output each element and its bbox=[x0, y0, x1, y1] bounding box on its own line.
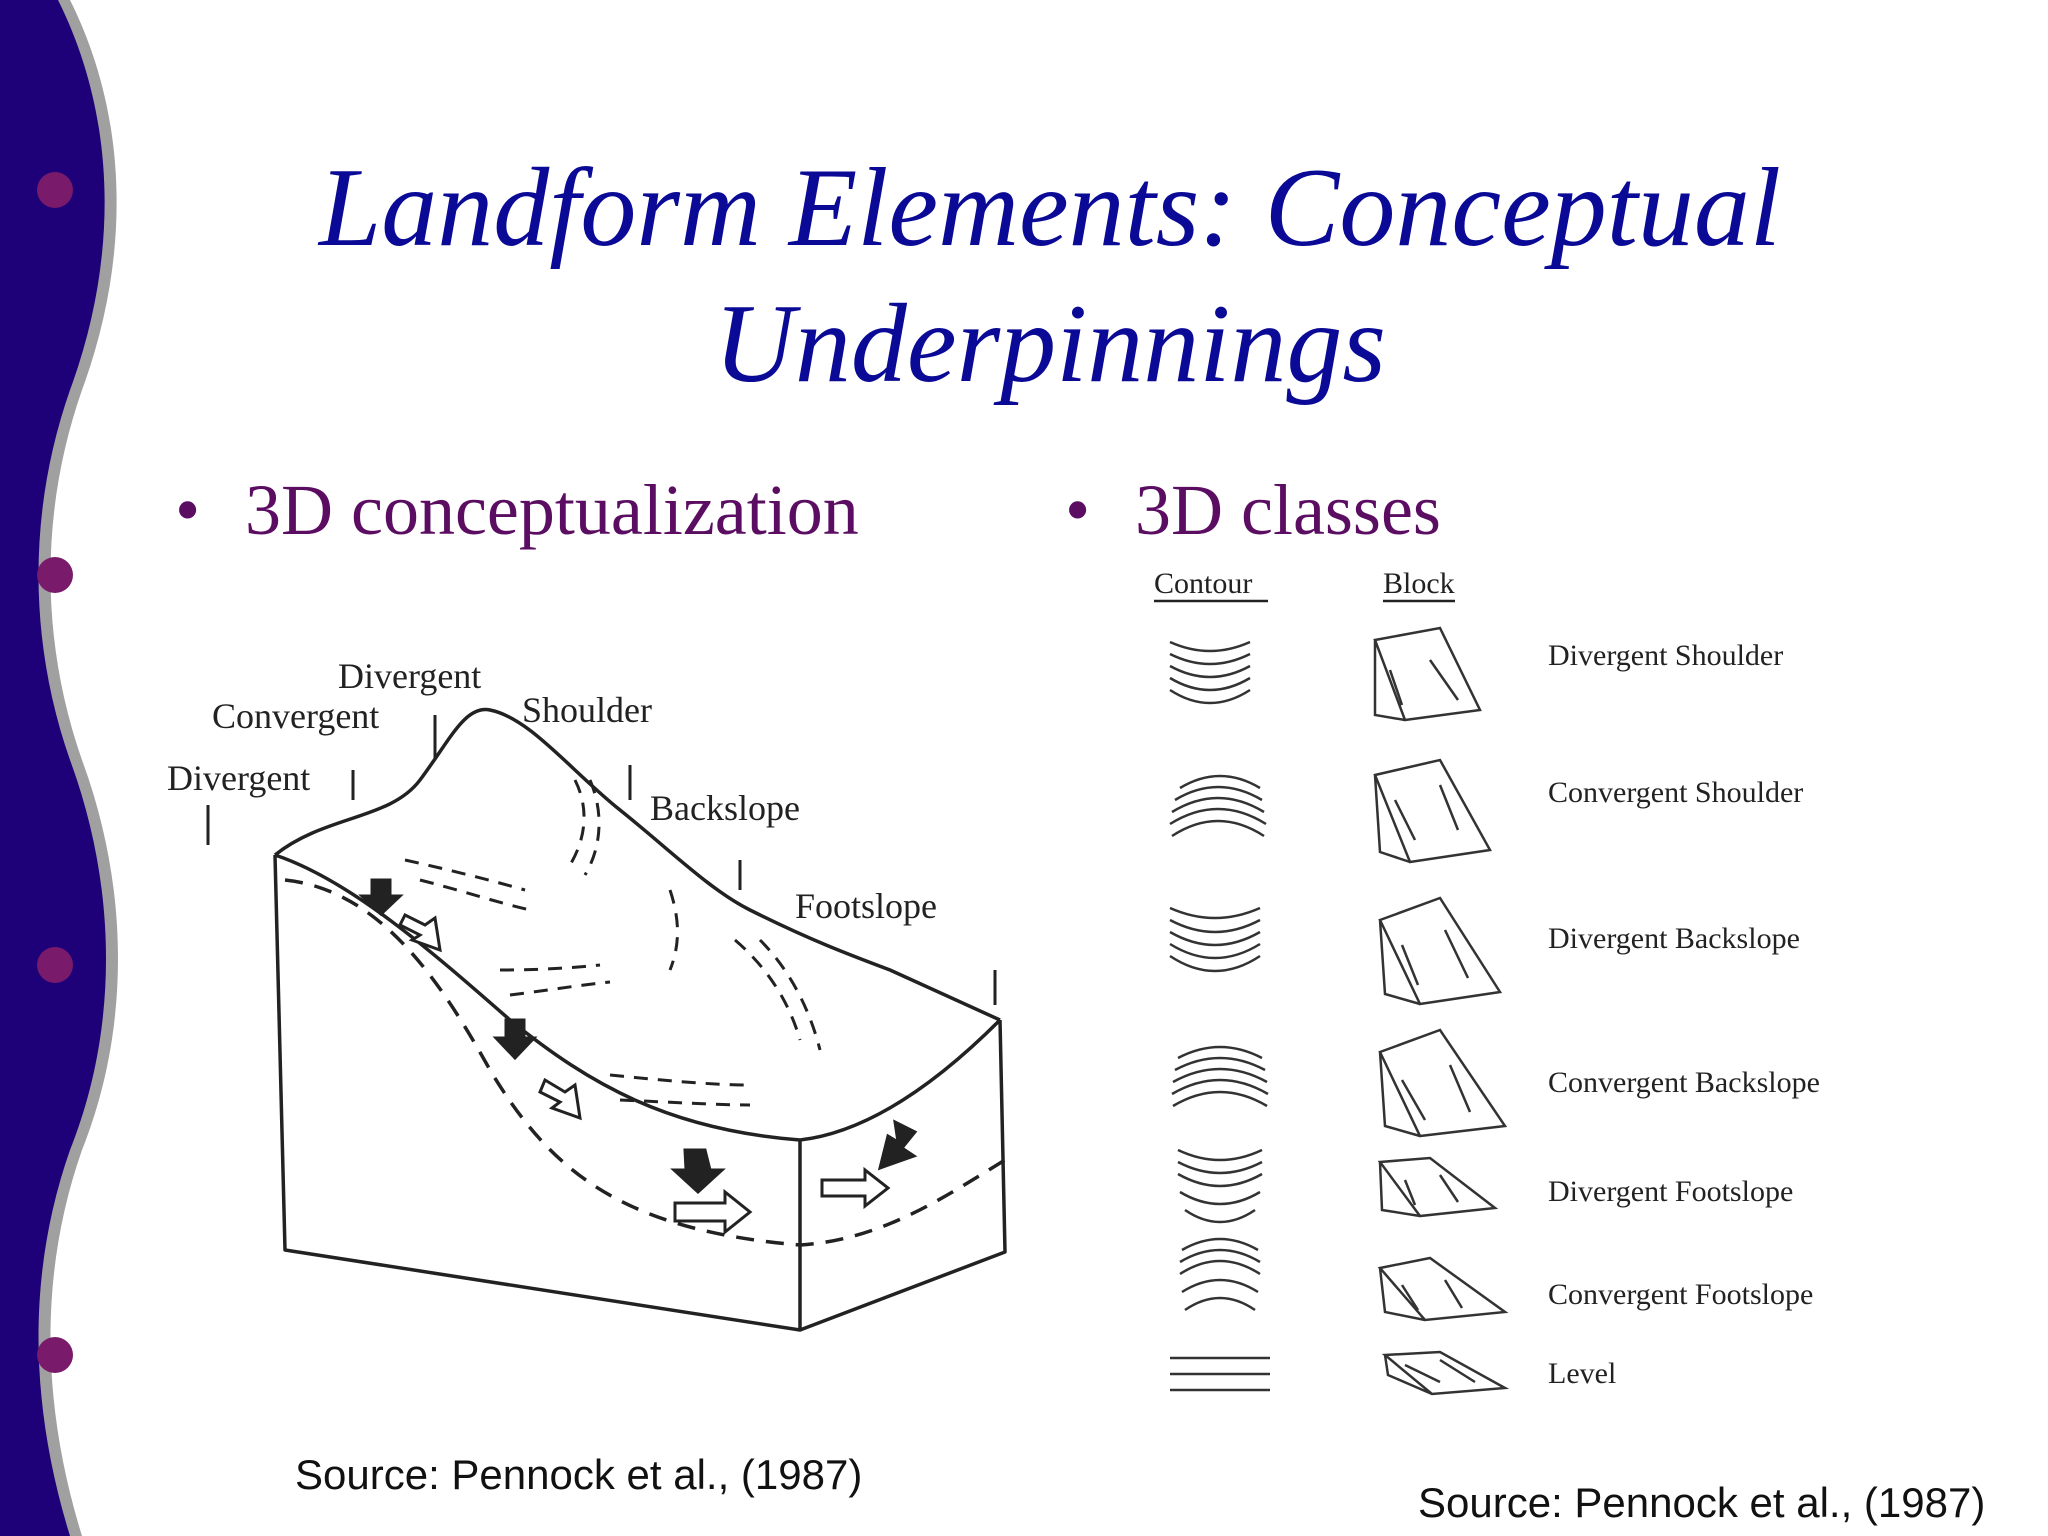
label-divergent-left: Divergent bbox=[167, 758, 310, 798]
hollow-arrow bbox=[820, 1166, 891, 1210]
class-label: Divergent Shoulder bbox=[1548, 639, 1783, 672]
bullet-3d-classes: • 3D classes bbox=[1065, 470, 1441, 550]
contour-symbol bbox=[1170, 1356, 1270, 1392]
class-label: Convergent Shoulder bbox=[1548, 776, 1803, 809]
bullet-glyph: • bbox=[175, 470, 201, 550]
flow-arrow bbox=[583, 779, 601, 876]
solid-arrow bbox=[877, 1119, 918, 1171]
contour-symbol bbox=[1169, 906, 1261, 973]
flow-arrow bbox=[499, 963, 601, 972]
sidebar-dot bbox=[37, 172, 73, 208]
label-convergent: Convergent bbox=[212, 696, 379, 736]
flow-arrow bbox=[419, 878, 531, 912]
block-surface-outline bbox=[273, 707, 1001, 1022]
class-row-convergent-backslope bbox=[1171, 1028, 1508, 1138]
label-shoulder: Shoulder bbox=[522, 690, 652, 730]
slide-title: Landform Elements: Conceptual Underpinni… bbox=[240, 140, 1860, 412]
block-front-ridge bbox=[274, 853, 1002, 1142]
class-row-divergent-shoulder bbox=[1169, 626, 1482, 722]
flow-arrow bbox=[668, 889, 679, 971]
flow-arrow bbox=[509, 980, 611, 997]
solid-arrow bbox=[358, 878, 404, 917]
class-row-level bbox=[1170, 1350, 1510, 1396]
block-symbol bbox=[1381, 1350, 1510, 1396]
flow-arrow bbox=[758, 938, 822, 1051]
class-row-convergent-shoulder bbox=[1169, 758, 1492, 864]
class-label: Divergent Backslope bbox=[1548, 922, 1800, 955]
hollow-arrow bbox=[673, 1188, 753, 1236]
class-row-divergent-backslope bbox=[1169, 896, 1503, 1006]
label-footslope: Footslope bbox=[795, 886, 937, 926]
contour-symbol bbox=[1169, 640, 1251, 705]
class-label: Convergent Backslope bbox=[1548, 1066, 1820, 1099]
block-right-edge bbox=[799, 1019, 1007, 1332]
sidebar-dot bbox=[37, 1337, 73, 1373]
sidebar-decoration bbox=[0, 0, 118, 1536]
class-label: Level bbox=[1548, 1357, 1616, 1390]
sidebar-band bbox=[0, 0, 106, 1536]
solid-arrow bbox=[492, 1018, 538, 1061]
block-symbol bbox=[1373, 626, 1482, 722]
bullet-3d-conceptualization: • 3D conceptualization bbox=[175, 470, 859, 550]
source-citation-right: Source: Pennock et al., (1987) bbox=[1418, 1479, 1986, 1526]
landform-classes-diagram: Contour Block Divergent Shoulder Converg… bbox=[1154, 567, 1820, 1396]
hollow-arrow bbox=[397, 912, 442, 953]
block-front-edge bbox=[273, 854, 802, 1332]
flow-arrow bbox=[609, 1073, 751, 1087]
sidebar-dot bbox=[37, 557, 73, 593]
bullet-text: 3D conceptualization bbox=[245, 470, 859, 550]
flow-arrow bbox=[404, 858, 526, 892]
label-divergent-top: Divergent bbox=[338, 656, 481, 696]
class-row-convergent-footslope bbox=[1179, 1237, 1509, 1322]
flow-arrow bbox=[734, 938, 802, 1041]
solid-arrow bbox=[670, 1148, 726, 1195]
hollow-arrow bbox=[538, 1077, 582, 1121]
bullet-glyph: • bbox=[1065, 470, 1091, 550]
block-symbol bbox=[1377, 1156, 1499, 1218]
contour-symbol bbox=[1171, 1045, 1269, 1108]
block-symbol bbox=[1378, 1028, 1508, 1138]
contour-symbol bbox=[1177, 1148, 1263, 1224]
block-symbol bbox=[1378, 896, 1503, 1006]
class-label: Divergent Footslope bbox=[1548, 1175, 1793, 1208]
bullet-text: 3D classes bbox=[1135, 470, 1441, 550]
contour-symbol bbox=[1179, 1237, 1261, 1312]
title-line-1: Landform Elements: Conceptual bbox=[318, 146, 1782, 270]
block-symbol bbox=[1373, 758, 1492, 864]
class-row-divergent-footslope bbox=[1177, 1148, 1499, 1224]
header-contour: Contour bbox=[1154, 567, 1252, 600]
label-backslope: Backslope bbox=[650, 788, 800, 828]
class-label: Convergent Footslope bbox=[1548, 1278, 1813, 1311]
title-line-2: Underpinnings bbox=[714, 282, 1386, 406]
subsurface-dashed-line bbox=[284, 878, 1006, 1247]
block-symbol bbox=[1377, 1256, 1509, 1322]
landform-block-diagram: Divergent Convergent Shoulder Divergent … bbox=[167, 656, 1007, 1332]
source-citation-left: Source: Pennock et al., (1987) bbox=[295, 1451, 863, 1498]
flow-arrow bbox=[568, 779, 586, 866]
contour-symbol bbox=[1169, 774, 1267, 838]
sidebar-dot bbox=[37, 947, 73, 983]
header-block: Block bbox=[1383, 567, 1455, 600]
